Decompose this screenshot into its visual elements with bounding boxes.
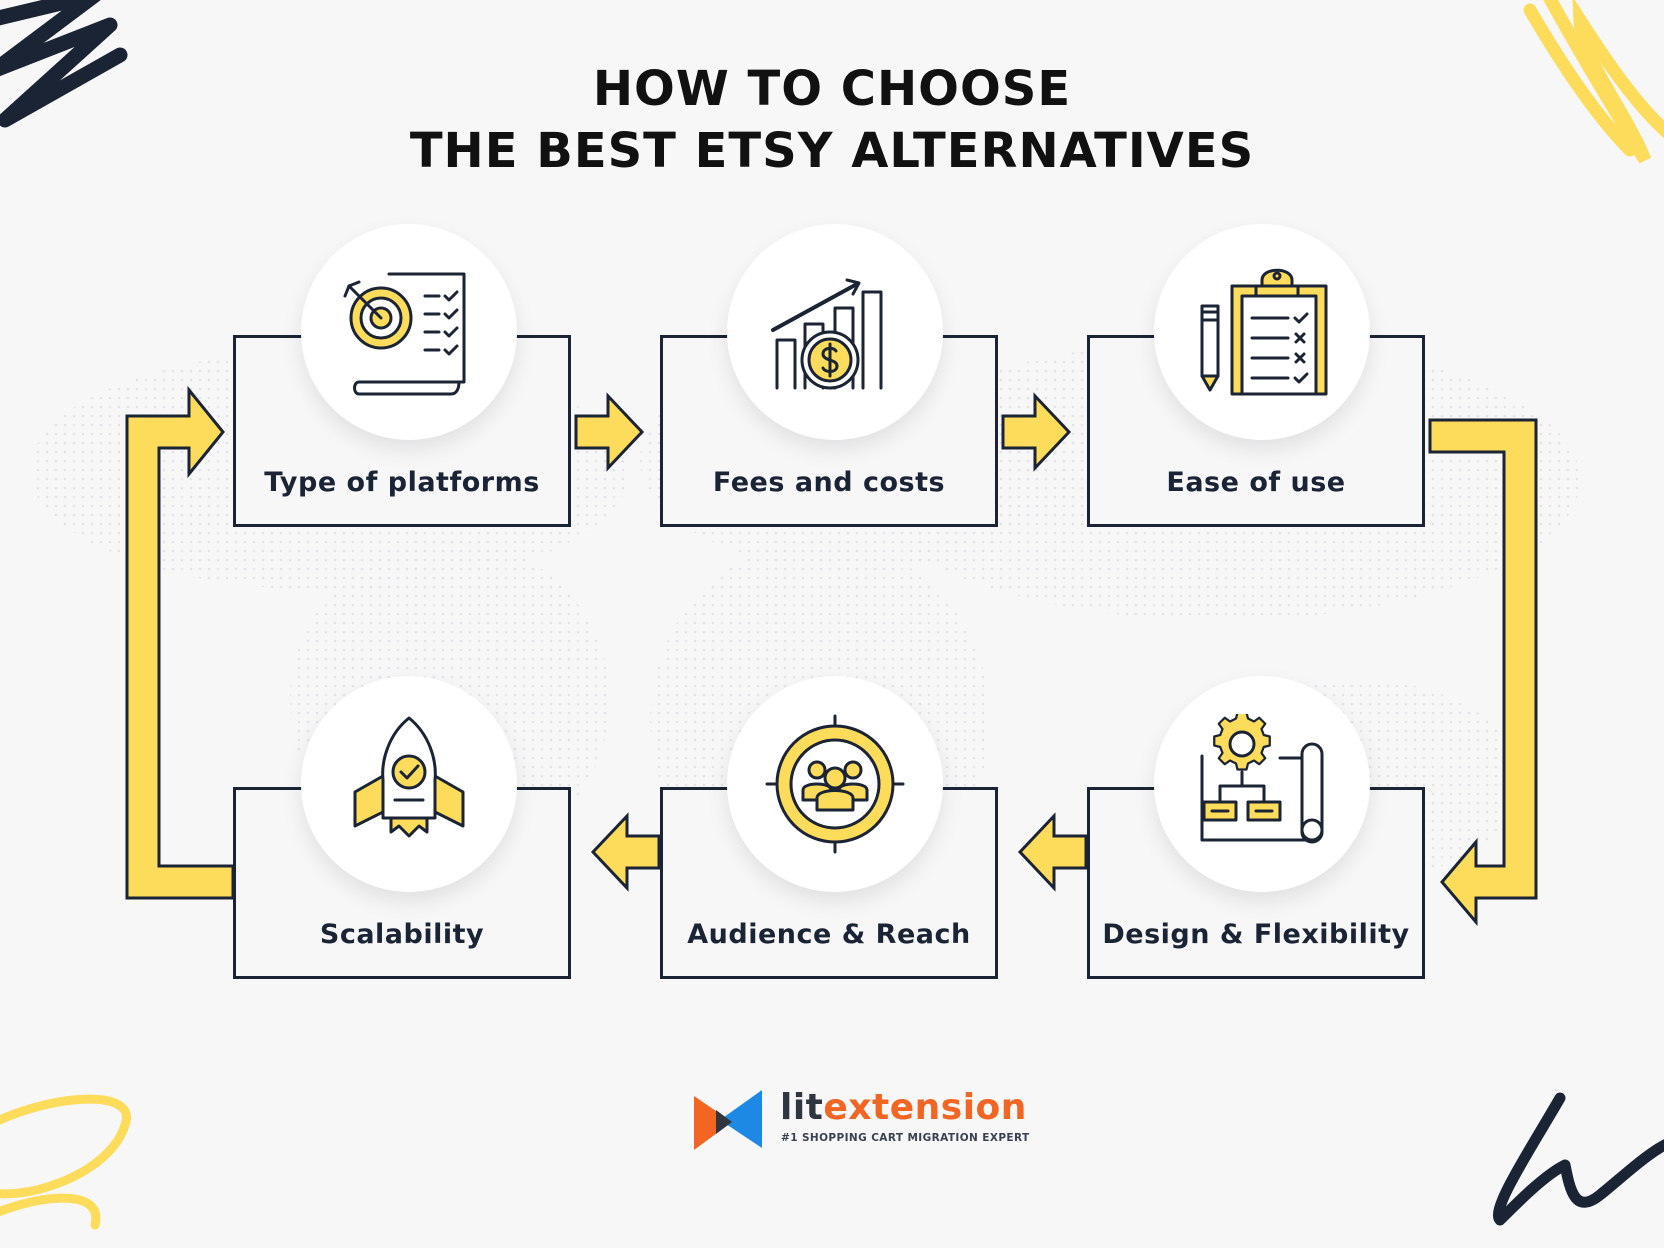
logo-name-part2: extension — [823, 1087, 1027, 1128]
scribble-top-left — [0, 0, 128, 128]
page-title: HOW TO CHOOSE THE BEST ETSY ALTERNATIVES — [0, 58, 1664, 182]
step-label: Ease of use — [1166, 467, 1346, 498]
step-label: Scalability — [319, 919, 485, 950]
scribble-bottom-right — [1493, 1092, 1664, 1226]
arrow-step1-to-step2 — [574, 392, 645, 472]
logo-wordmark: litextension — [780, 1086, 1027, 1130]
step-label: Design & Flexibility — [1102, 919, 1410, 950]
step-label: Audience & Reach — [687, 919, 971, 950]
step-icon-circle — [727, 676, 943, 892]
logo-tagline: #1 SHOPPING CART MIGRATION EXPERT — [781, 1132, 1030, 1144]
title-line-1: HOW TO CHOOSE — [592, 61, 1072, 117]
title-line-2: THE BEST ETSY ALTERNATIVES — [409, 123, 1255, 179]
litextension-logo: litextension #1 SHOPPING CART MIGRATION … — [692, 1086, 1029, 1156]
step-icon-circle — [1154, 676, 1370, 892]
scribble-top-right — [1523, 0, 1664, 164]
step-icon-circle — [1154, 224, 1370, 440]
arrow-step5-to-step6 — [590, 812, 661, 892]
litextension-logo-mark-icon — [694, 1090, 762, 1150]
target-checklist-icon — [343, 272, 466, 396]
logo-name-part1: lit — [780, 1087, 824, 1128]
step-label: Fees and costs — [712, 467, 946, 498]
scribble-bottom-left — [0, 1094, 131, 1230]
step-icon-circle — [727, 224, 943, 440]
rocket-icon — [353, 716, 465, 838]
connector-step6-to-step1 — [125, 385, 235, 900]
step-icon-circle — [301, 676, 517, 892]
step-label: Type of platforms — [264, 467, 540, 498]
arrow-step4-to-step5 — [1017, 812, 1088, 892]
clipboard-pencil-icon — [1200, 268, 1328, 396]
connector-step3-to-step4 — [1428, 418, 1538, 927]
growth-chart-dollar-icon — [771, 278, 883, 390]
gear-blueprint-icon — [1200, 714, 1324, 844]
arrow-step2-to-step3 — [1001, 392, 1072, 472]
audience-target-icon — [765, 714, 905, 854]
step-icon-circle — [301, 224, 517, 440]
